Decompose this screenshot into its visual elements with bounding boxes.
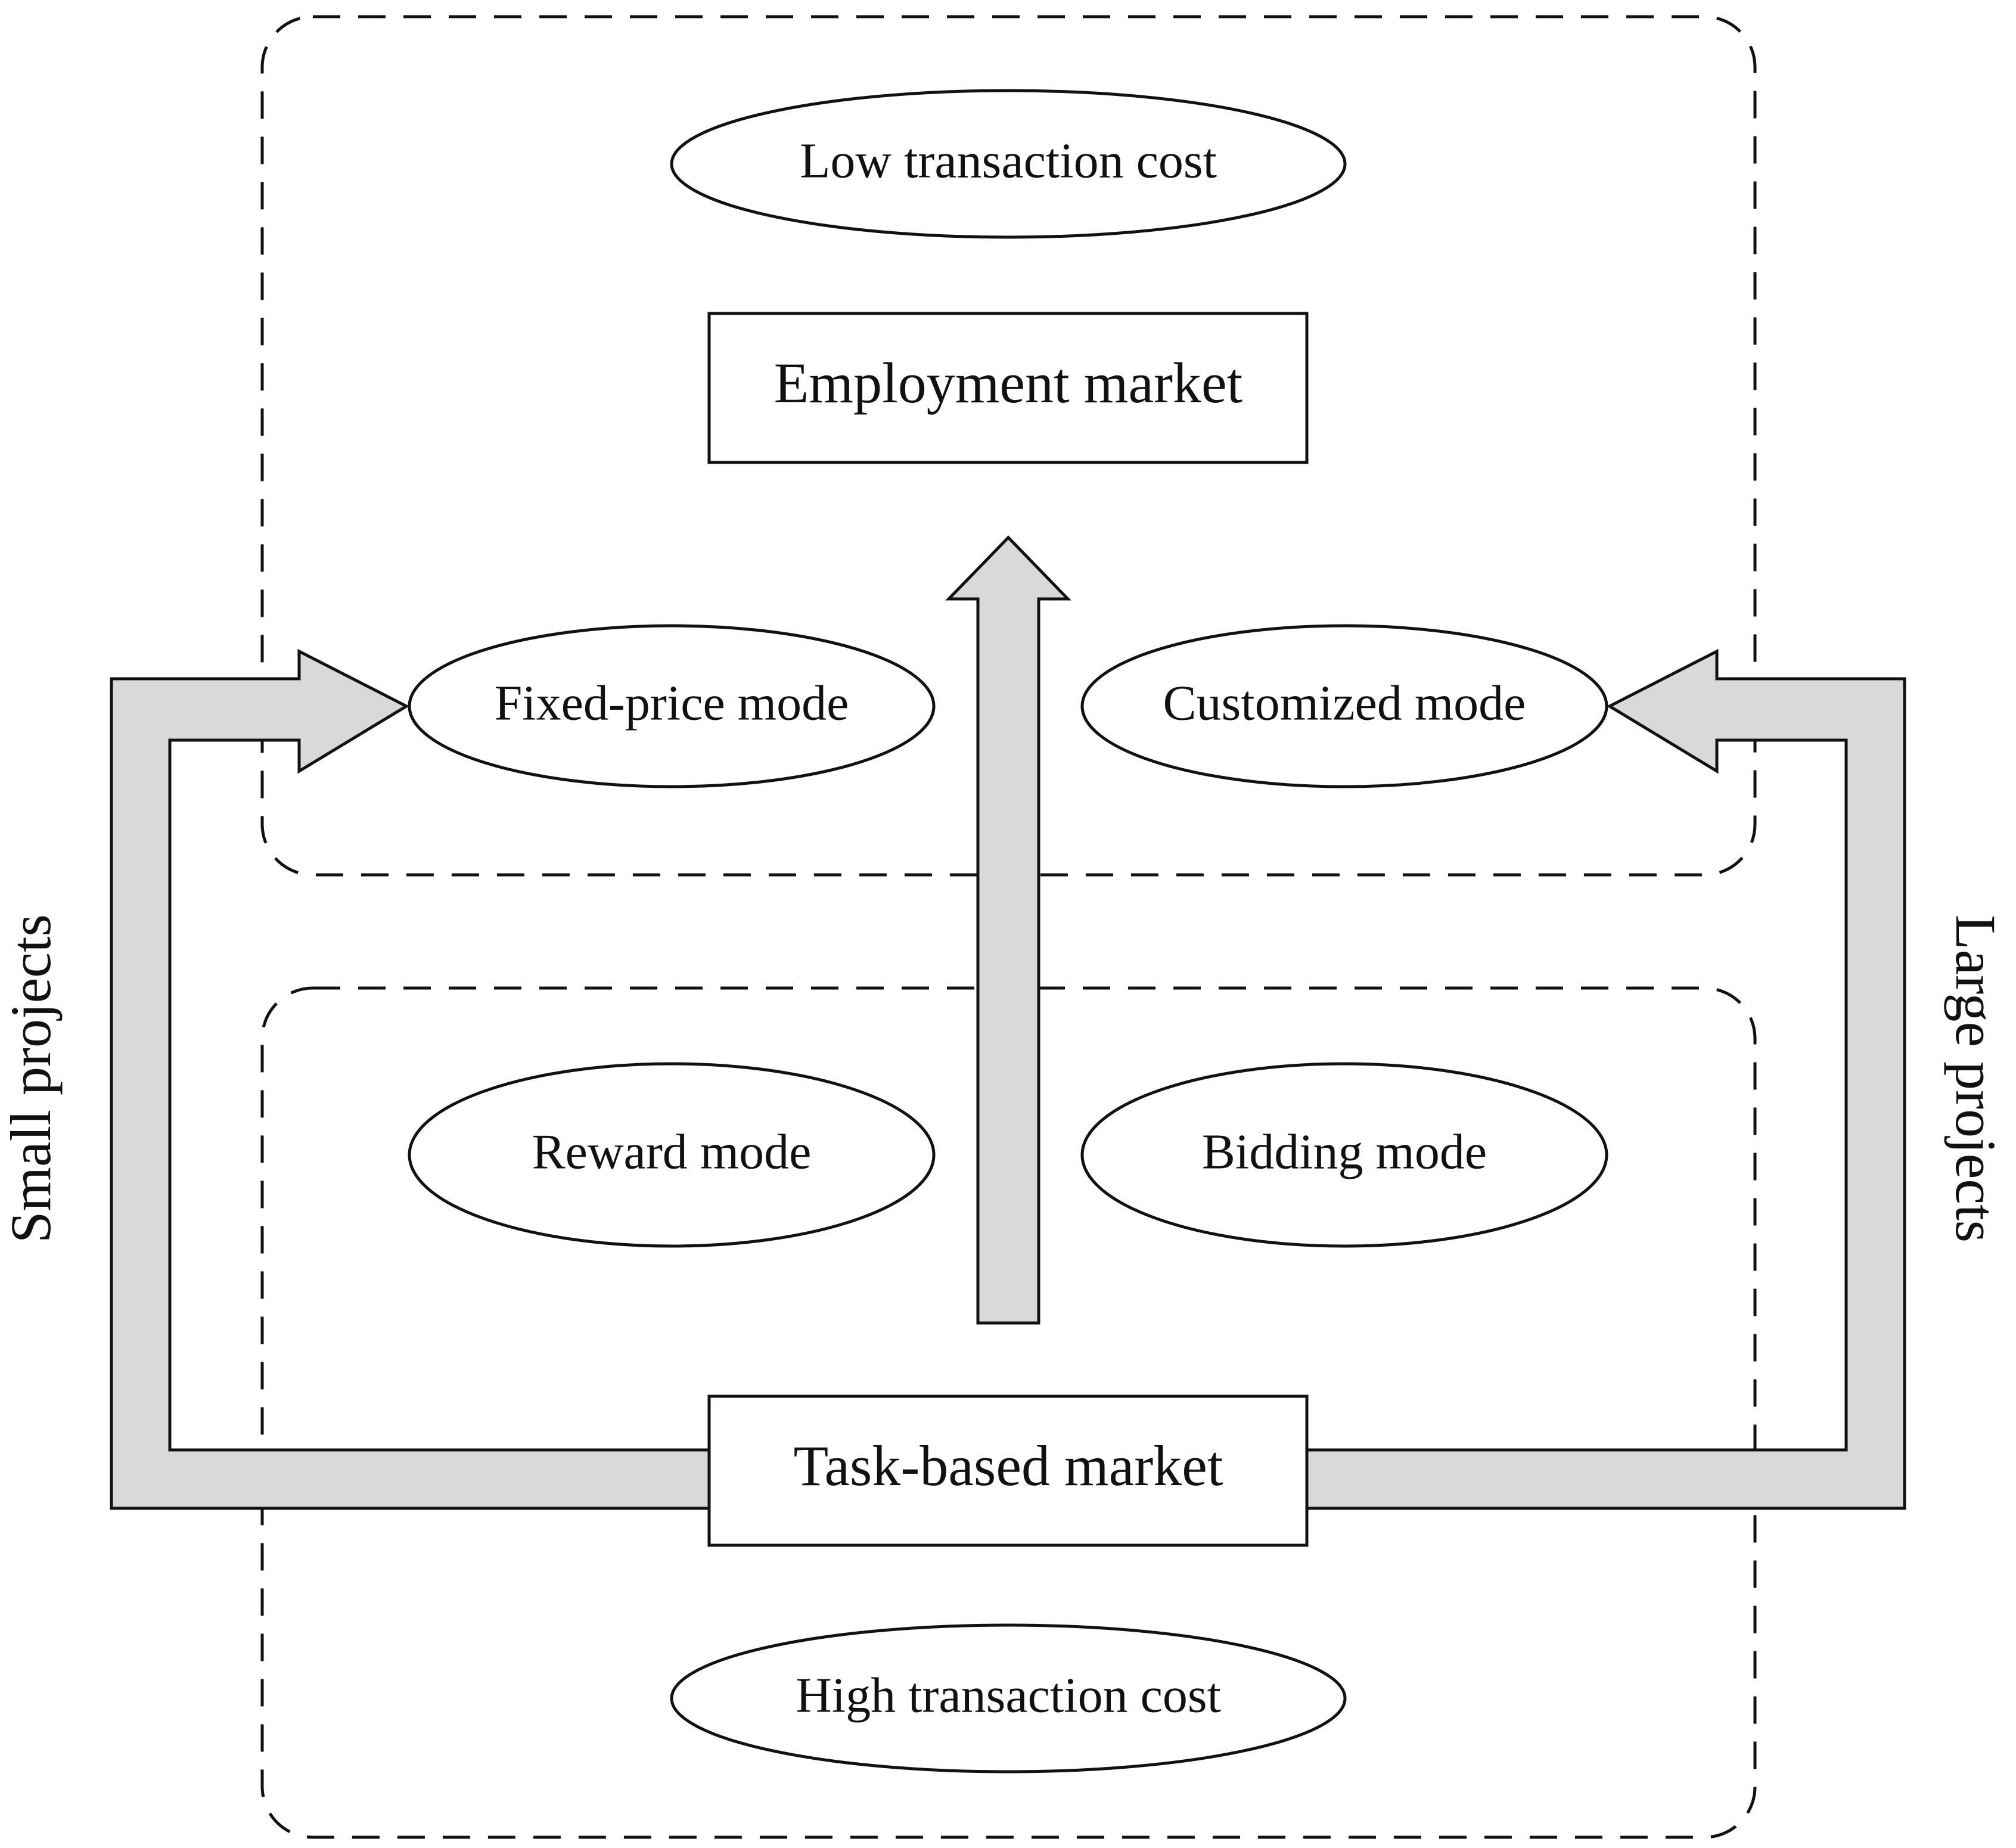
upward-transition-arrow [945, 535, 1071, 1325]
bidding-mode-label: Bidding mode [1202, 1124, 1487, 1179]
low-transaction-cost-ellipse [670, 89, 1347, 239]
small-projects-arrow [110, 648, 711, 1510]
task-based-market-box [707, 1394, 1309, 1547]
reward-mode-label: Reward mode [532, 1124, 812, 1179]
customized-mode-label: Customized mode [1163, 675, 1526, 731]
reward-mode-ellipse [408, 1062, 936, 1248]
task-based-market-label: Task-based market [794, 1434, 1223, 1498]
small-projects-label: Small projects [0, 914, 63, 1243]
large-projects-label: Large projects [1944, 915, 2008, 1243]
high-transaction-cost-label: High transaction cost [796, 1667, 1221, 1723]
customized-mode-ellipse [1080, 624, 1608, 788]
low-transaction-cost-label: Low transaction cost [800, 133, 1217, 188]
bidding-mode-ellipse [1080, 1062, 1608, 1248]
fixed-price-mode-ellipse [408, 624, 936, 788]
fixed-price-mode-label: Fixed-price mode [495, 675, 849, 731]
large-projects-arrow [1305, 648, 1906, 1510]
employment-market-label: Employment market [774, 351, 1243, 415]
high-transaction-cost-ellipse [670, 1623, 1347, 1774]
employment-market-box [707, 312, 1309, 464]
